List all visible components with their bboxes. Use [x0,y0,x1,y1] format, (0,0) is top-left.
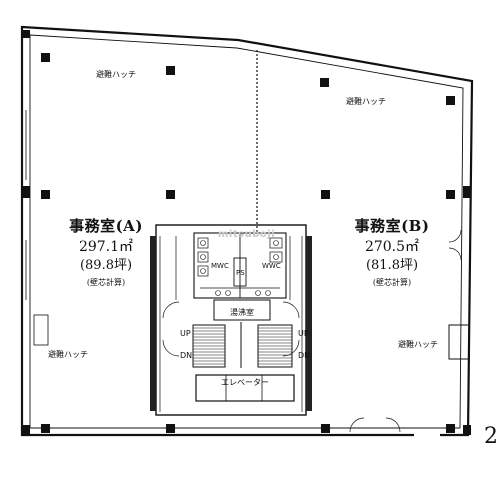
elevator-block [195,374,295,402]
inner-wall [29,34,464,429]
room-a-area: 297.1㎡ [78,239,134,255]
hatch-label-top-left: 避難ハッチ [96,70,136,79]
ps-label: PS [236,269,245,277]
up-label-left: UP [180,329,191,338]
up-label-right: UP [298,329,309,338]
hatch-label-right: 避難ハッチ [398,340,438,349]
kyuto-label: 湯沸室 [230,308,254,317]
hatch-label-left: 避難ハッチ [48,350,88,359]
room-b-area: 270.5㎡ [364,239,420,255]
outer-wall [20,25,474,437]
edge-number: 2 [484,424,498,449]
hatch-label-top-right: 避難ハッチ [346,97,386,106]
dn-label-left: DN [180,351,193,360]
watermark: mitsuboji [218,229,276,240]
room-b-name: 事務室(B) [354,217,430,235]
wwc-label: WWC [262,262,281,270]
dn-label-right: DN [298,351,311,360]
room-a-name: 事務室(A) [69,217,143,235]
room-b-tsubo: (81.8坪) [365,258,419,273]
room-b-note: (壁芯計算) [372,278,412,287]
room-a-note: (壁芯計算) [86,278,126,287]
elevator-label: エレベーター [221,378,269,387]
mwc-label: MWC [211,262,229,270]
room-a-tsubo: (89.8坪) [79,258,133,273]
